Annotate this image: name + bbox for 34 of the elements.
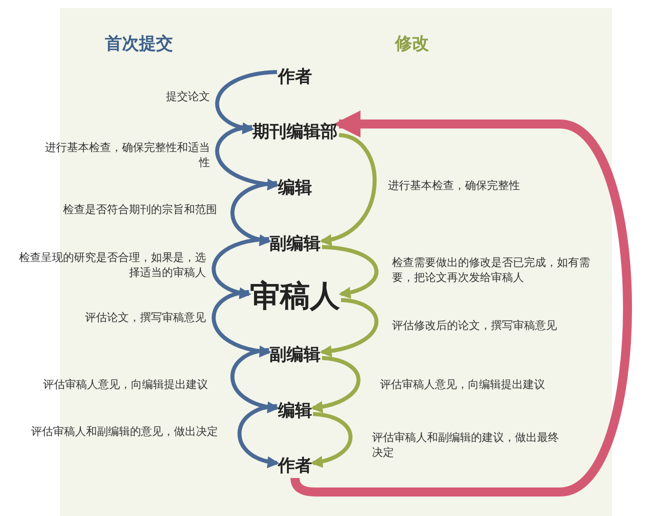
curved-arrow [310,412,352,468]
curved-arrow [215,70,278,134]
step-description: 评估审稿人意见，向编辑提出建议 [380,377,546,392]
curved-arrow [310,356,360,412]
step-description: 评估审稿人意见，向编辑提出建议 [42,377,208,392]
step-description: 进行基本检查，确保完整性 [388,178,521,193]
column-heading: 首次提交 [105,33,173,55]
curved-arrow [230,181,278,246]
step-description: 检查是否符合期刊的宗旨和范围 [62,202,217,217]
curved-arrow [322,245,378,298]
role-label: 作者 [278,454,312,476]
step-description: 评估论文，撰写审稿意见 [84,310,206,325]
step-description: 评估审稿人和副编辑的意见，做出决定 [30,424,218,439]
curved-arrow [212,290,272,357]
role-label: 副编辑 [270,344,320,366]
role-label: 副编辑 [270,232,320,254]
step-description: 检查需要做出的修改是否已完成，如有需要，把论文再次发给审稿人 [392,255,591,285]
role-label: 审稿人 [250,278,340,316]
curved-arrow [215,125,280,190]
curved-arrow [212,237,270,298]
step-description: 检查呈现的研究是否合理，如果是，选择适当的审稿人 [18,250,206,280]
curved-arrow [320,298,378,357]
curved-arrow [230,348,280,413]
curved-arrow [320,133,376,245]
role-label: 编辑 [278,400,312,422]
curved-arrow [238,404,280,468]
role-label: 编辑 [278,176,312,198]
role-label: 作者 [278,66,312,88]
step-description: 进行基本检查，确保完整性和适当性 [44,140,210,170]
step-description: 评估审稿人和副编辑的建议，做出最终决定 [372,430,560,460]
step-description: 评估修改后的论文，撰写审稿意见 [392,318,558,333]
column-heading: 修改 [395,33,429,55]
role-label: 期刊编辑部 [252,120,338,142]
step-description: 提交论文 [165,89,210,104]
